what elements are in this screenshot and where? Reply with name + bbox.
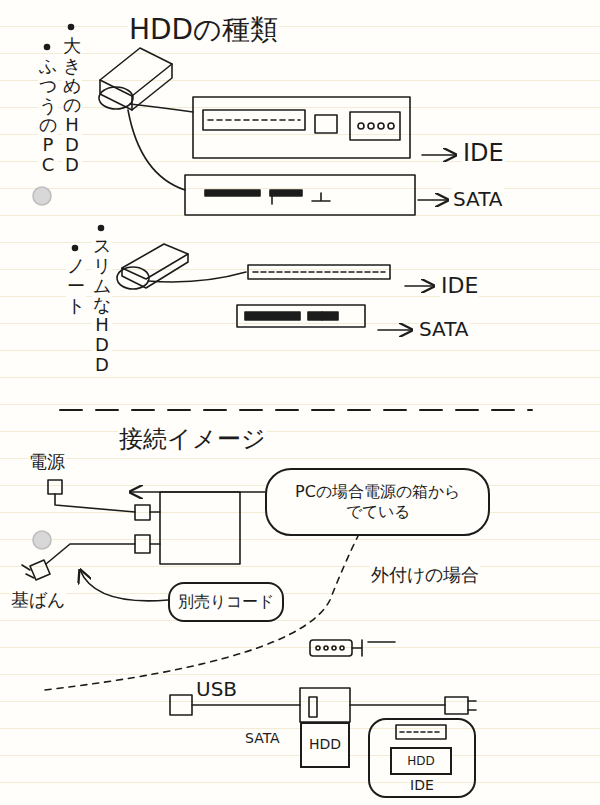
part-label: 基ばん bbox=[10, 590, 66, 611]
hdd-box: HDD bbox=[300, 722, 350, 768]
connector-type: IDE bbox=[462, 140, 505, 168]
connector-type: IDE bbox=[440, 273, 479, 298]
section-heading: 接続イメージ bbox=[118, 426, 267, 454]
section-note: 外付けの場合 bbox=[370, 565, 480, 586]
connector-type: SATA bbox=[418, 318, 470, 341]
box-text: IDE bbox=[410, 777, 434, 795]
page-title: HDDの種類 bbox=[128, 14, 279, 46]
box-text: HDD bbox=[309, 736, 341, 754]
cable-label: USB bbox=[195, 678, 238, 701]
hdd-box: HDD bbox=[390, 747, 452, 775]
vertical-note: 大きめのHDD bbox=[62, 36, 82, 175]
vertical-note: ノート bbox=[66, 256, 86, 315]
connector-type: SATA bbox=[244, 730, 281, 746]
callout-bubble: 別売りコード bbox=[168, 582, 284, 622]
box-text: 別売りコード bbox=[178, 592, 274, 612]
box-text: PCの場合電源の箱から でている bbox=[279, 482, 476, 522]
part-label: 電源 bbox=[28, 452, 66, 473]
vertical-note: ふつうのPC bbox=[38, 56, 58, 175]
connector-type: SATA bbox=[452, 188, 504, 211]
enclosure-box: IDE HDD bbox=[368, 718, 476, 798]
vertical-note: スリムなHDD bbox=[92, 236, 112, 375]
callout-bubble: PCの場合電源の箱から でている bbox=[265, 468, 490, 536]
box-text: HDD bbox=[407, 754, 435, 769]
